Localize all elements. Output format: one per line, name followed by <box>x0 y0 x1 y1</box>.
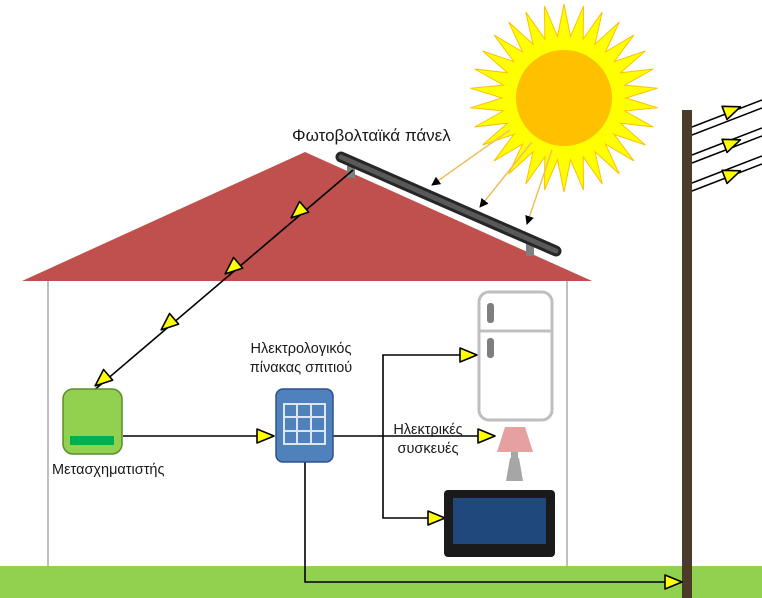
appliances-label-line2: συσκευές <box>397 441 459 457</box>
switchboard-icon <box>275 388 334 463</box>
inverter-icon <box>62 388 123 455</box>
tv-icon <box>444 490 555 557</box>
sun-icon <box>470 3 658 193</box>
refrigerator-icon <box>477 290 554 422</box>
energy-flow-lines <box>91 169 680 583</box>
appliances-label: Ηλεκτρικές συσκευές <box>378 421 478 459</box>
utility-pole <box>682 99 762 598</box>
roof <box>22 152 592 281</box>
solar-panels-label: Φωτοβολταϊκά πάνελ <box>292 126 451 145</box>
house-walls <box>47 280 568 568</box>
flow-direction-arrows <box>89 99 744 590</box>
switchboard-label: Ηλεκτρολογικός πίνακας σπιτιού <box>226 340 376 378</box>
sunlight-rays <box>431 129 553 225</box>
switchboard-label-line1: Ηλεκτρολογικός <box>250 341 352 357</box>
inverter-label: Μετασχηματιστής <box>52 462 165 478</box>
switchboard-label-line2: πίνακας σπιτιού <box>249 360 353 376</box>
appliances-label-line1: Ηλεκτρικές <box>393 422 463 438</box>
lamp-icon <box>497 427 533 481</box>
